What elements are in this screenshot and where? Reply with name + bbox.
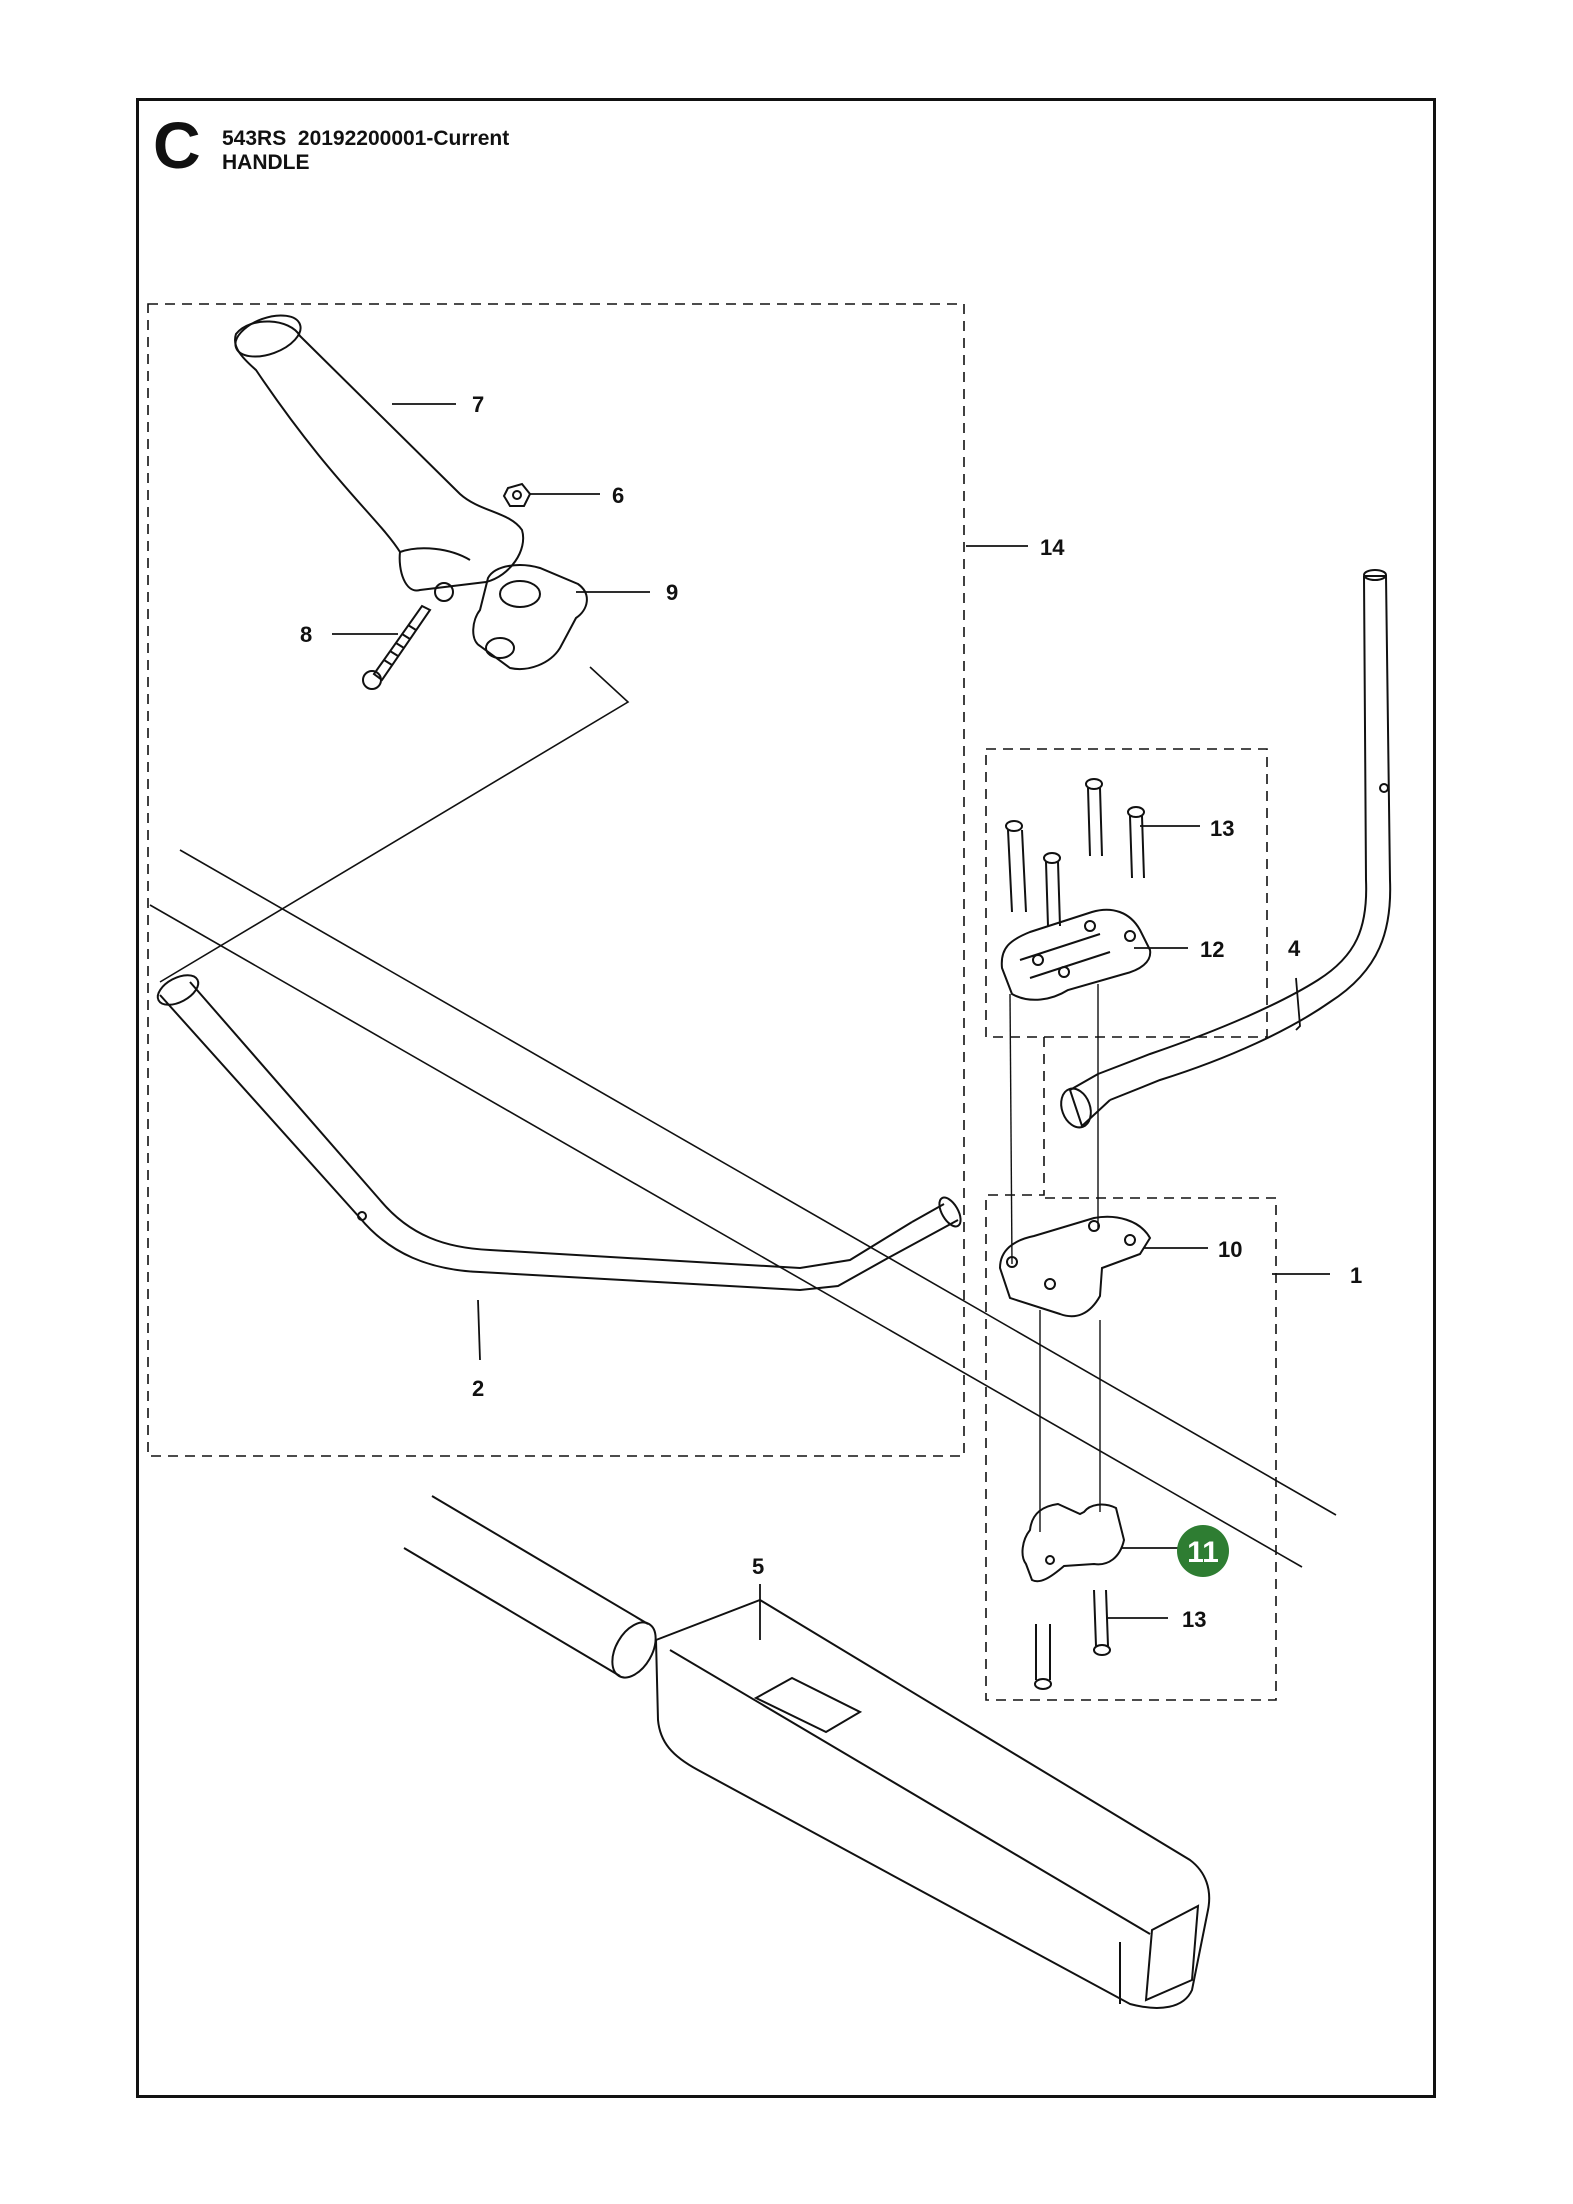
grip-part (234, 314, 525, 602)
handle-tube-part-4 (1060, 569, 1392, 1129)
group-box-1 (985, 1037, 1277, 1701)
diagram-title: HANDLE (222, 151, 310, 174)
callout-2: 2 (472, 1376, 484, 1401)
clamp-part-9 (472, 564, 588, 670)
callout-9: 9 (666, 580, 678, 605)
callout-4: 4 (1288, 936, 1301, 961)
mount-guide-line (159, 666, 630, 983)
highlight-badge (1177, 1525, 1229, 1577)
callout-13-upper: 13 (1210, 816, 1234, 841)
clamp-half-part-10 (998, 1215, 1152, 1318)
callout-13-lower: 13 (1182, 1607, 1206, 1632)
group-box-upper-clamp (985, 748, 1268, 1038)
header-model-serial: 543RS 20192200001-Current (222, 127, 509, 151)
housing-part-5 (654, 1598, 1211, 2009)
screw-part-8 (362, 604, 432, 690)
upper-clamp-part-12 (1000, 908, 1152, 1001)
section-letter: C (153, 108, 201, 182)
shaft-tube (403, 1495, 657, 1679)
callout-1: 1 (1350, 1263, 1362, 1288)
group-box-14 (147, 303, 965, 1457)
screws-part-13-lower (1034, 1589, 1111, 1690)
callout-12: 12 (1200, 937, 1224, 962)
callout-5: 5 (752, 1554, 764, 1579)
callout-10: 10 (1218, 1237, 1242, 1262)
shaft-guide-line-lower (149, 904, 1303, 1568)
leader-lines (332, 403, 1330, 1640)
screws-part-13-upper (1005, 778, 1145, 927)
clamp-part-11 (1021, 1502, 1126, 1583)
shaft-guide-line-upper (179, 849, 1337, 1516)
handlebar-part-2 (156, 974, 962, 1292)
callout-6: 6 (612, 483, 624, 508)
page-frame (136, 98, 1436, 2098)
callout-11-highlighted: 11 (1187, 1536, 1219, 1569)
callout-8: 8 (300, 622, 312, 647)
model-number: 543RS (222, 127, 287, 150)
callout-14: 14 (1040, 535, 1065, 560)
serial-range: 20192200001-Current (297, 127, 510, 150)
callout-7: 7 (472, 392, 484, 417)
nut-part (502, 482, 532, 507)
